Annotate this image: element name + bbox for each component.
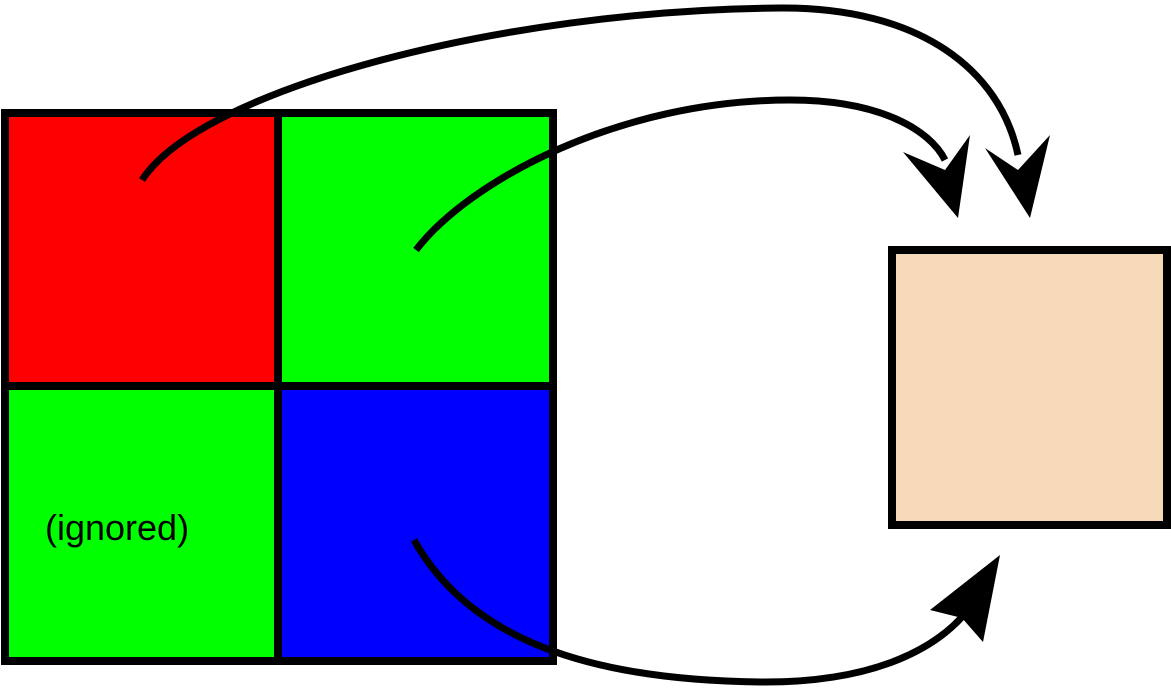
cell-bottom-right — [274, 382, 557, 665]
arrow-from-top-right — [413, 96, 949, 253]
cell-bottom-left — [1, 382, 282, 665]
arrow-from-bottom-right — [410, 538, 971, 686]
cell-top-left — [1, 109, 282, 390]
arrow-head-top-right — [903, 135, 970, 218]
arrow-from-top-left — [139, 4, 1022, 182]
arrow-head-top-left — [985, 135, 1050, 218]
ignored-label: (ignored) — [45, 507, 189, 548]
arrow-head-bottom-right — [930, 555, 1000, 642]
target-square — [888, 246, 1171, 529]
